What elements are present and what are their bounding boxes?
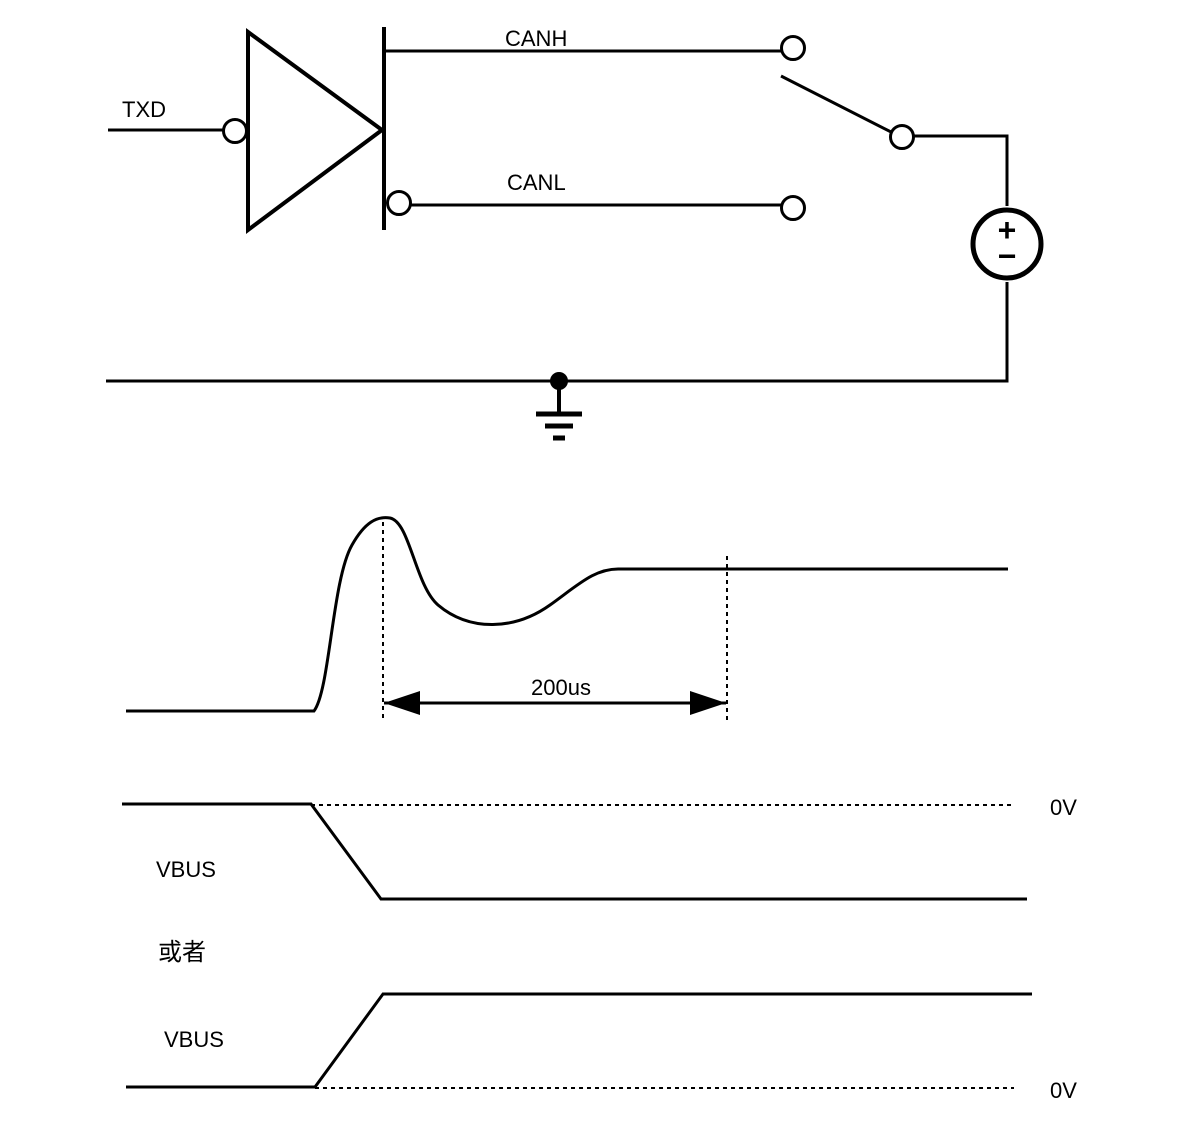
switch-to-source-wire: [914, 134, 1009, 206]
vbus-label-bottom: VBUS: [164, 1027, 224, 1052]
source-plus-sign: +: [998, 212, 1017, 248]
ground-return-wire: [106, 282, 1009, 383]
voltage-source-icon: [970, 207, 1044, 281]
switch-arm: [780, 74, 892, 134]
or-label: 或者: [158, 938, 206, 966]
input-inversion-bubble: [222, 118, 248, 144]
canl-inversion-bubble: [386, 190, 412, 216]
response-curve: [126, 516, 1008, 713]
ground-icon: [536, 381, 582, 441]
zero-volt-label-bottom: 0V: [1050, 1078, 1077, 1103]
source-minus-sign: −: [998, 238, 1017, 274]
vbus-rising-trace: [126, 992, 1032, 1089]
canl-label: CANL: [507, 170, 566, 195]
canh-terminal: [780, 35, 806, 61]
vbus-falling-trace: [122, 802, 1027, 901]
txd-label: TXD: [122, 97, 166, 122]
duration-label: 200us: [531, 675, 591, 700]
canh-label: CANH: [505, 26, 567, 51]
switch-pivot-terminal: [889, 124, 915, 150]
vbus-falling-waveform: 0V VBUS: [122, 795, 1077, 901]
vbus-label-top: VBUS: [156, 857, 216, 882]
driver-triangle-icon: [246, 28, 386, 234]
circuit-schematic: TXD CANH CANL + −: [106, 26, 1044, 441]
transient-response-waveform: 200us: [126, 516, 1008, 722]
canl-terminal: [780, 195, 806, 221]
zero-volt-label-top: 0V: [1050, 795, 1077, 820]
vbus-rising-waveform: 0V VBUS: [126, 992, 1077, 1103]
